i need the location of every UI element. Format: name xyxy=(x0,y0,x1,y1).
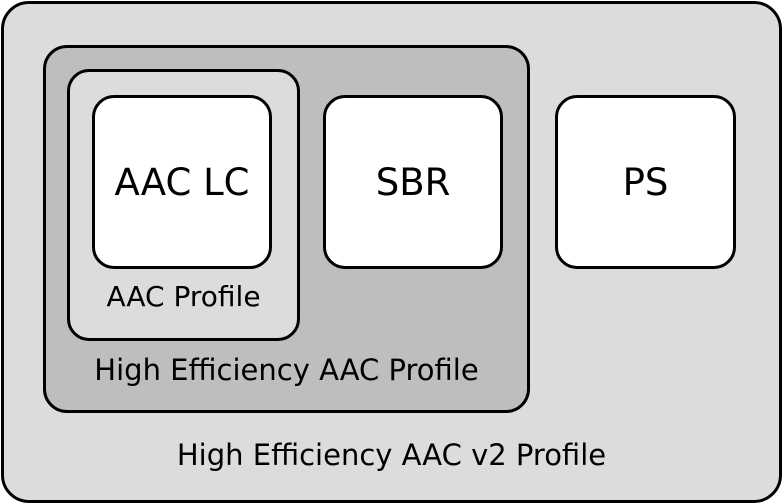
he-aac-profile-label: High Efficiency AAC Profile xyxy=(94,353,479,387)
sbr-label: SBR xyxy=(375,160,451,204)
ps-module: PS xyxy=(555,95,736,269)
sbr-module: SBR xyxy=(323,95,503,269)
ps-label: PS xyxy=(622,160,669,204)
aac-lc-module: AAC LC xyxy=(92,95,272,269)
he-aac-v2-profile-label: High Efficiency AAC v2 Profile xyxy=(176,438,607,472)
aac-profile-label: AAC Profile xyxy=(106,280,261,313)
aac-lc-label: AAC LC xyxy=(114,160,250,204)
